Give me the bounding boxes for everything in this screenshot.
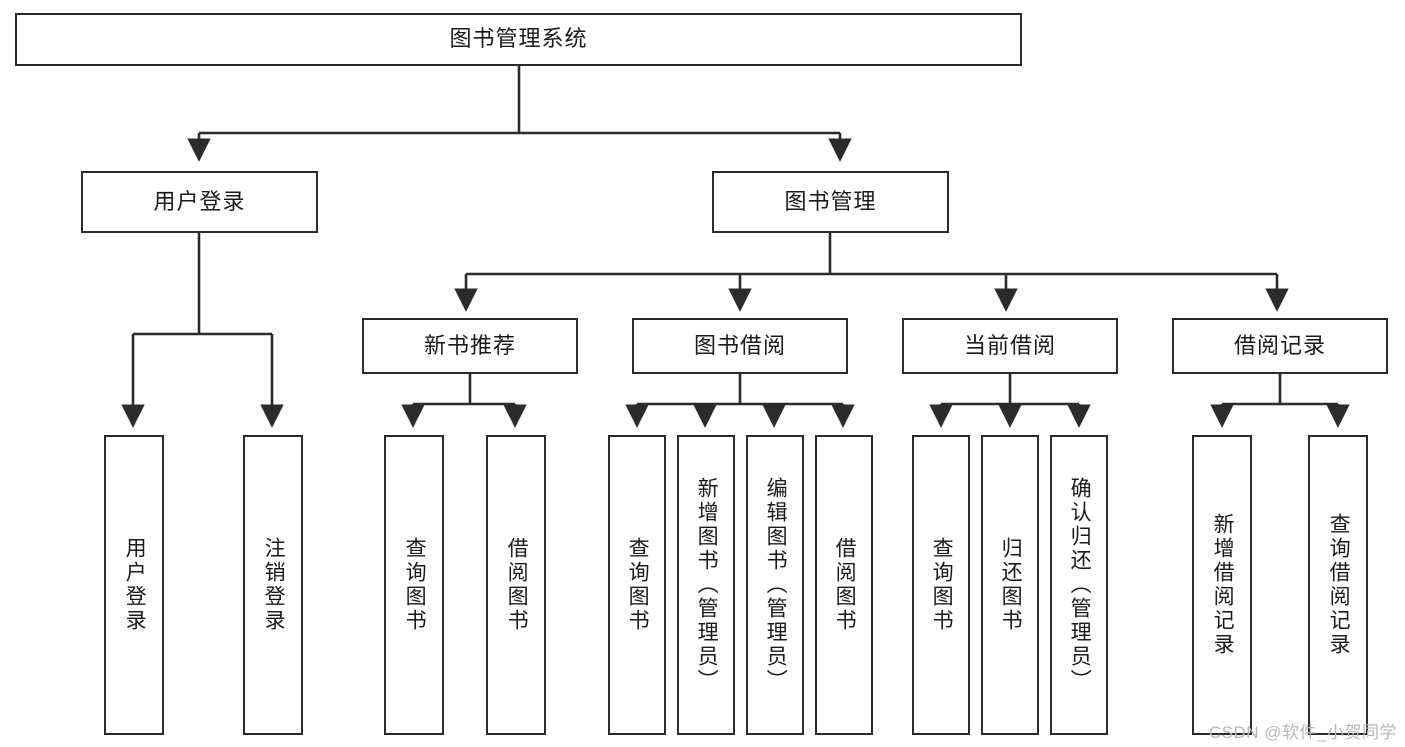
node-leaf-query-book-recommend[interactable]: 查询图书 xyxy=(384,435,444,735)
node-label: 编辑图书（管理员） xyxy=(764,477,788,693)
node-leaf-borrow-book[interactable]: 借阅图书 xyxy=(815,435,873,735)
node-borrow-record[interactable]: 借阅记录 xyxy=(1172,318,1388,374)
node-leaf-add-borrow-record[interactable]: 新增借阅记录 xyxy=(1192,435,1252,735)
node-label: 借阅图书 xyxy=(505,537,529,633)
node-leaf-edit-book-admin[interactable]: 编辑图书（管理员） xyxy=(746,435,804,735)
node-leaf-borrow-book-recommend[interactable]: 借阅图书 xyxy=(486,435,546,735)
node-label: 当前借阅 xyxy=(963,332,1056,358)
node-label: 新增借阅记录 xyxy=(1211,513,1235,657)
node-label: 注销登录 xyxy=(262,537,286,633)
node-leaf-query-book-borrow[interactable]: 查询图书 xyxy=(608,435,666,735)
node-leaf-user-login[interactable]: 用户登录 xyxy=(104,435,164,735)
node-label: 新书推荐 xyxy=(423,332,516,358)
node-label: 借阅记录 xyxy=(1233,332,1326,358)
node-leaf-query-book-current[interactable]: 查询图书 xyxy=(912,435,970,735)
node-book-borrow[interactable]: 图书借阅 xyxy=(632,318,848,374)
node-book-management[interactable]: 图书管理 xyxy=(712,171,949,233)
node-leaf-confirm-return-admin[interactable]: 确认归还（管理员） xyxy=(1050,435,1108,735)
node-label: 查询图书 xyxy=(930,537,954,633)
node-root-system[interactable]: 图书管理系统 xyxy=(15,13,1022,66)
node-label: 归还图书 xyxy=(999,537,1023,633)
node-user-login[interactable]: 用户登录 xyxy=(81,171,318,233)
node-label: 借阅图书 xyxy=(833,537,857,633)
node-label: 图书借阅 xyxy=(693,332,786,358)
node-current-borrow[interactable]: 当前借阅 xyxy=(902,318,1118,374)
node-label: 查询图书 xyxy=(626,537,650,633)
node-label: 确认归还（管理员） xyxy=(1068,477,1092,693)
watermark-text: CSDN @软件_小贺同学 xyxy=(1208,723,1397,742)
node-label: 用户登录 xyxy=(153,188,246,214)
node-label: 新增图书（管理员） xyxy=(695,477,719,693)
node-label: 图书管理系统 xyxy=(449,26,588,52)
node-new-book-recommend[interactable]: 新书推荐 xyxy=(362,318,578,374)
node-label: 用户登录 xyxy=(123,537,147,633)
node-leaf-add-book-admin[interactable]: 新增图书（管理员） xyxy=(677,435,735,735)
node-label: 图书管理 xyxy=(784,188,877,214)
node-leaf-logout[interactable]: 注销登录 xyxy=(243,435,303,735)
node-label: 查询借阅记录 xyxy=(1327,513,1351,657)
node-label: 查询图书 xyxy=(403,537,427,633)
node-leaf-return-book[interactable]: 归还图书 xyxy=(981,435,1039,735)
node-leaf-query-borrow-record[interactable]: 查询借阅记录 xyxy=(1308,435,1368,735)
